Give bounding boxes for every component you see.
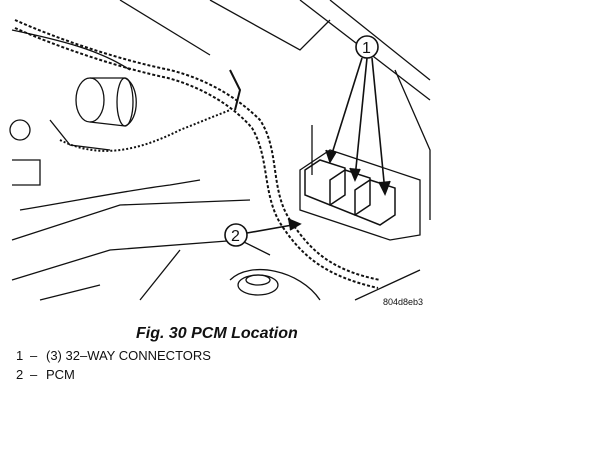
- legend-label: PCM: [46, 367, 75, 382]
- legend-number: 2: [16, 367, 24, 382]
- image-code: 804d8eb3: [383, 297, 424, 307]
- legend-number: 1: [16, 348, 24, 363]
- callout-2-label: 2: [231, 228, 240, 245]
- wiring-harness: [14, 19, 381, 289]
- callout-2: [224, 218, 302, 247]
- connector: [304, 159, 396, 226]
- legend-item: 2–PCM: [16, 367, 75, 382]
- legend-separator: –: [30, 348, 38, 363]
- pcm-module: [299, 125, 421, 241]
- callout-1-label: 1: [362, 40, 371, 57]
- motor-drawing: [9, 77, 137, 186]
- legend-separator: –: [30, 367, 38, 382]
- legend-item: 1–(3) 32–WAY CONNECTORS: [16, 348, 211, 363]
- callout-1: [325, 35, 391, 196]
- legend-label: (3) 32–WAY CONNECTORS: [46, 348, 211, 363]
- reservoir-cap: [237, 274, 279, 296]
- figure-caption: Fig. 30 PCM Location: [136, 325, 298, 342]
- pcm-location-illustration: 1 2: [9, 0, 431, 301]
